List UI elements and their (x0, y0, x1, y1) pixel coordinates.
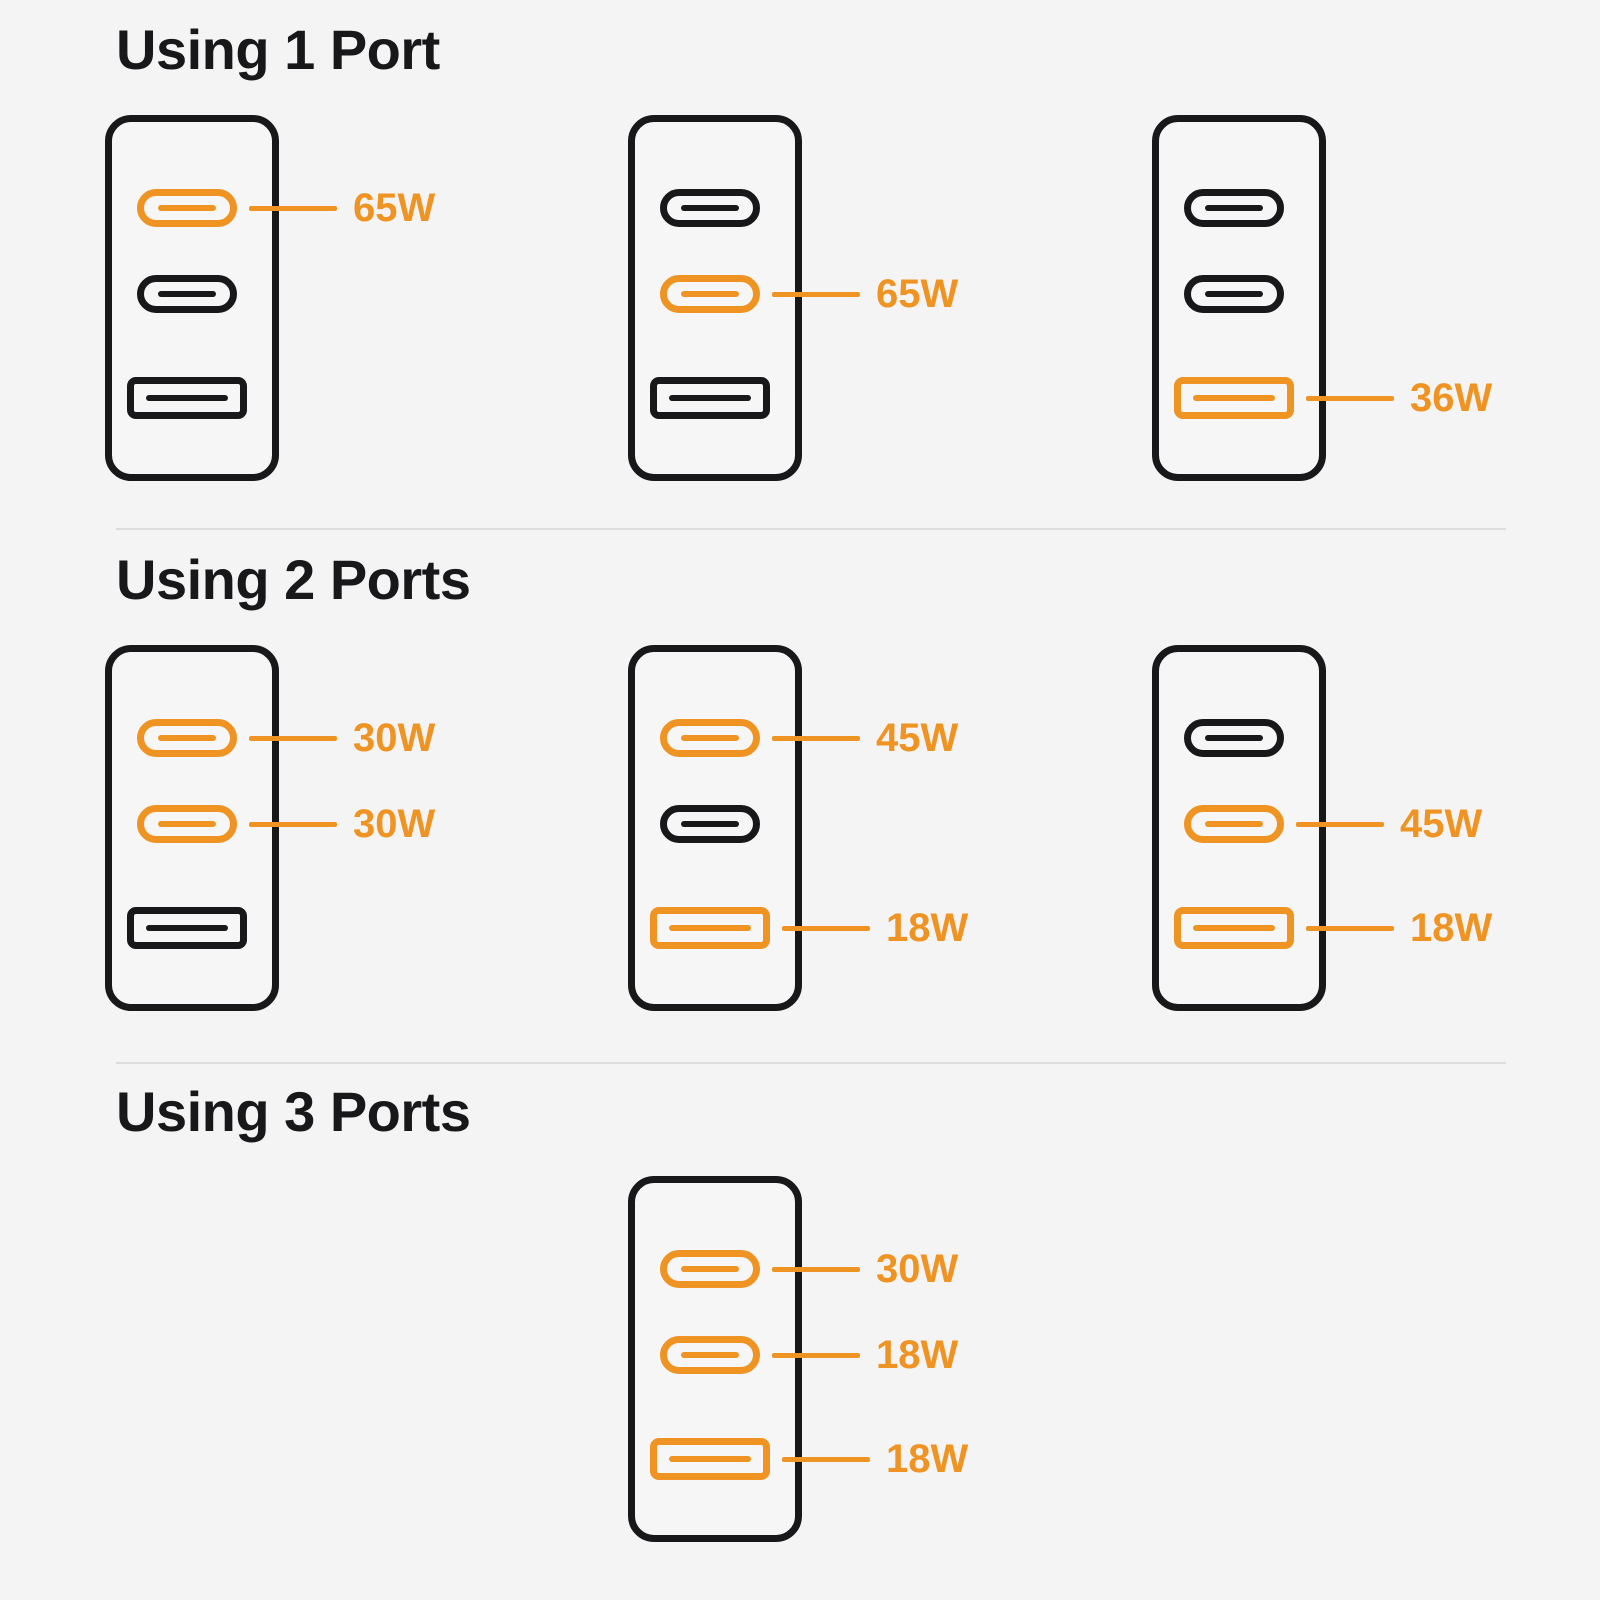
usb-c-port-icon (137, 189, 237, 227)
leader-line (782, 1457, 870, 1462)
usb-a-port-icon (650, 377, 770, 419)
port-slot (681, 1352, 739, 1358)
wattage-label: 30W (353, 716, 436, 760)
port-slot (158, 291, 216, 297)
wattage-label: 36W (1410, 376, 1493, 420)
section-title: Using 1 Port (116, 18, 440, 81)
charger-body (105, 115, 279, 481)
leader-line (772, 736, 860, 741)
section-divider (116, 1062, 1506, 1064)
usb-c-port-icon (660, 719, 760, 757)
port-slot (681, 1266, 739, 1272)
charger-row2-device1: 30W 30W (105, 645, 435, 1011)
charger-row1-device3: 36W (1152, 115, 1492, 481)
port-slot (681, 735, 739, 741)
usb-c-port-icon (660, 189, 760, 227)
usb-a-port-icon (1174, 377, 1294, 419)
charger-body (1152, 645, 1326, 1011)
section-divider (116, 528, 1506, 530)
port-slot (681, 205, 739, 211)
port-slot (146, 395, 228, 401)
charger-row2-device2: 45W 18W (628, 645, 968, 1011)
port-slot (1205, 205, 1263, 211)
usb-c-port-icon (1184, 719, 1284, 757)
wattage-label: 18W (886, 1437, 969, 1481)
wattage-label: 18W (876, 1333, 959, 1377)
wattage-label: 18W (1410, 906, 1493, 950)
port-slot (1193, 925, 1275, 931)
usb-c-port-icon (660, 805, 760, 843)
port-slot (681, 291, 739, 297)
port-slot (158, 205, 216, 211)
port-slot (681, 821, 739, 827)
port-slot (1205, 291, 1263, 297)
wattage-label: 65W (876, 272, 959, 316)
usb-a-port-icon (127, 377, 247, 419)
charger-body (628, 1176, 802, 1542)
wattage-label: 30W (353, 802, 436, 846)
section-title: Using 3 Ports (116, 1080, 471, 1143)
leader-line (1306, 396, 1394, 401)
wattage-label: 45W (1400, 802, 1483, 846)
port-slot (669, 395, 751, 401)
leader-line (249, 206, 337, 211)
leader-line (1306, 926, 1394, 931)
usb-c-port-icon (660, 1336, 760, 1374)
usb-a-port-icon (1174, 907, 1294, 949)
usb-c-port-icon (660, 275, 760, 313)
port-slot (1193, 395, 1275, 401)
port-slot (158, 821, 216, 827)
wattage-label: 65W (353, 186, 436, 230)
wattage-label: 18W (886, 906, 969, 950)
port-slot (669, 1456, 751, 1462)
leader-line (782, 926, 870, 931)
charger-row3-device1: 30W 18W 18W (628, 1176, 968, 1542)
usb-a-port-icon (650, 907, 770, 949)
charger-body (105, 645, 279, 1011)
leader-line (772, 1353, 860, 1358)
usb-c-port-icon (1184, 275, 1284, 313)
leader-line (1296, 822, 1384, 827)
port-slot (158, 735, 216, 741)
wattage-label: 30W (876, 1247, 959, 1291)
usb-c-port-icon (137, 719, 237, 757)
charger-body (628, 115, 802, 481)
usb-c-port-icon (137, 275, 237, 313)
charger-body (628, 645, 802, 1011)
usb-c-port-icon (660, 1250, 760, 1288)
leader-line (249, 822, 337, 827)
usb-a-port-icon (127, 907, 247, 949)
port-slot (146, 925, 228, 931)
port-slot (1205, 735, 1263, 741)
leader-line (772, 292, 860, 297)
charger-row1-device1: 65W (105, 115, 435, 481)
usb-c-port-icon (137, 805, 237, 843)
usb-c-port-icon (1184, 189, 1284, 227)
usb-a-port-icon (650, 1438, 770, 1480)
port-slot (1205, 821, 1263, 827)
charger-row1-device2: 65W (628, 115, 958, 481)
charger-body (1152, 115, 1326, 481)
usb-c-port-icon (1184, 805, 1284, 843)
leader-line (249, 736, 337, 741)
section-title: Using 2 Ports (116, 548, 471, 611)
charger-row2-device3: 45W 18W (1152, 645, 1492, 1011)
wattage-label: 45W (876, 716, 959, 760)
port-slot (669, 925, 751, 931)
leader-line (772, 1267, 860, 1272)
